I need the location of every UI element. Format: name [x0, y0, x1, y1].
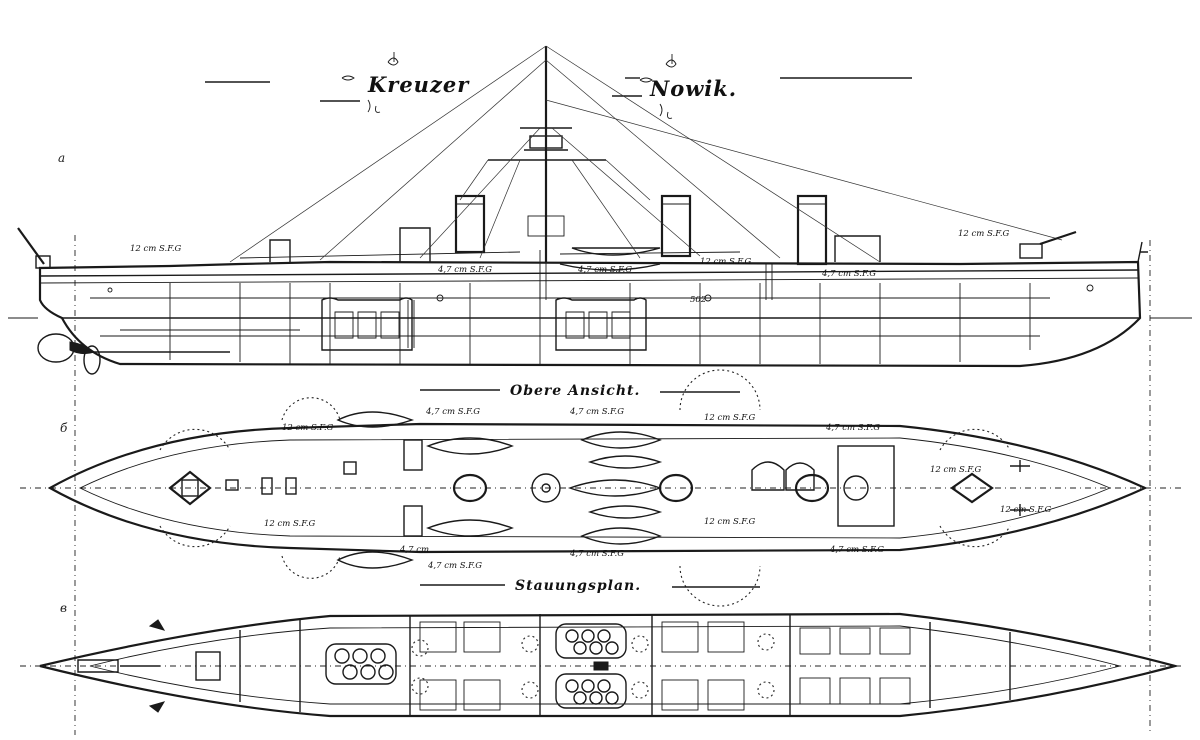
rigging: [229, 45, 1063, 263]
stowage-plan-view: [20, 612, 1185, 718]
label-top-12-b: 12 cm S.F.G: [704, 413, 756, 423]
label-47-b: 4,7 cm S.F.G: [577, 265, 632, 275]
title-word-kreuzer: Kreuzer: [367, 72, 470, 97]
boats: [336, 411, 663, 569]
label-top-12-e: 12 cm S.F.G: [704, 517, 756, 527]
label-top-47-f: 4,7 cm S.F.G: [569, 549, 624, 559]
boilers: [325, 623, 627, 709]
mast: [488, 46, 606, 262]
stern-gun: [17, 227, 51, 269]
gun-arcs: [159, 369, 1011, 607]
label-top-12-f: 12 cm S.F.G: [1000, 505, 1052, 515]
view-letter-side: а: [58, 151, 65, 165]
label-waterline: 502: [690, 295, 706, 305]
funnels-top: [452, 473, 830, 503]
label-47-a: 4,7 cm S.F.G: [437, 265, 492, 275]
ornament-flourish-right: [639, 54, 677, 119]
deck-outline: [47, 422, 1148, 554]
label-top-12-d: 12 cm S.F.G: [264, 519, 316, 529]
view-letter-top: б: [60, 421, 68, 435]
plan-outline: [39, 612, 1180, 718]
title-word-nowik: Nowik.: [649, 76, 737, 101]
label-top-47-g: 4,7 cm S.F.G: [829, 545, 884, 555]
top-deck-view: 12 cm S.F.G 4,7 cm S.F.G 4,7 cm S.F.G 12…: [20, 369, 1185, 607]
label-47-c: 4,7 cm S.F.G: [821, 269, 876, 279]
label-top-47-c: 4,7 cm S.F.G: [825, 423, 880, 433]
label-obere-ansicht: Obere Ansicht.: [510, 383, 640, 399]
label-top-47-d: 4,7 cm: [399, 545, 429, 555]
side-profile-view: 12 cm S.F.G 4,7 cm S.F.G 4,7 cm S.F.G 12…: [8, 45, 1192, 375]
hull-frames: [169, 283, 1031, 364]
label-top-47-b: 4,7 cm S.F.G: [569, 407, 624, 417]
propeller: [37, 333, 101, 375]
label-stern-12cm: 12 cm S.F.G: [130, 244, 182, 254]
magazines: [411, 633, 775, 699]
funnels: [454, 194, 828, 266]
label-12-mid: 12 cm S.F.G: [700, 257, 752, 267]
label-stauungsplan: Stauungsplan.: [515, 578, 641, 594]
label-top-12-a: 12 cm S.F.G: [282, 423, 334, 433]
ornament-flourish-left: [341, 52, 399, 113]
label-top-47-a: 4,7 cm S.F.G: [425, 407, 480, 417]
hull-outline: [38, 260, 1142, 368]
view-letter-plan: в: [60, 601, 67, 615]
compartments: [419, 621, 911, 711]
label-top-47-e: 4,7 cm S.F.G: [427, 561, 482, 571]
label-top-12-c: 12 cm S.F.G: [930, 465, 982, 475]
title-block: Kreuzer Nowik.: [205, 52, 912, 119]
bulkheads: [239, 614, 1011, 716]
label-bow-12cm: 12 cm S.F.G: [958, 229, 1010, 239]
